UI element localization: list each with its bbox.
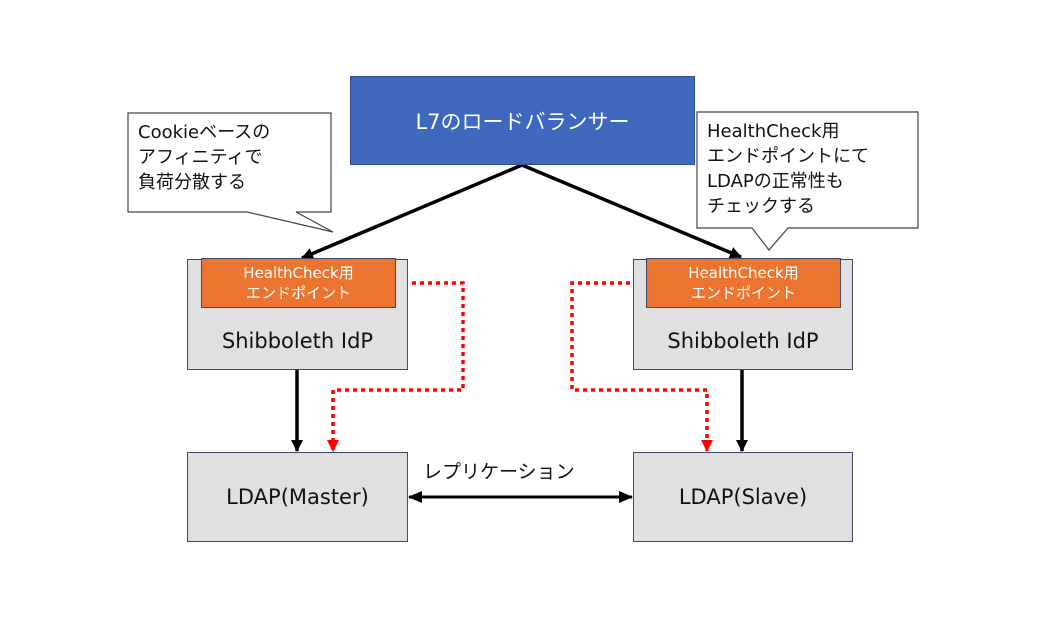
idp-right-label: Shibboleth IdP: [667, 329, 819, 353]
callout-line: Cookieベースの: [138, 122, 271, 143]
load-balancer-node: L7のロードバランサー: [350, 76, 695, 165]
endpoint-line: HealthCheck用: [243, 264, 354, 282]
idp-right-healthcheck-endpoint: HealthCheck用エンドポイント: [646, 258, 841, 308]
endpoint-line: HealthCheck用: [688, 264, 799, 282]
healthcheck-right-dotted-arrow: [570, 281, 713, 452]
callout-line: アフィニティで: [138, 147, 263, 168]
callout-left-text: Cookieベースのアフィニティで負荷分散する: [138, 120, 270, 195]
ldap-master-node: LDAP(Master): [187, 452, 408, 542]
idp-left-label: Shibboleth IdP: [221, 329, 374, 353]
lb-to-idp-left-arrow: [301, 163, 523, 260]
replication-label: レプリケーション: [423, 461, 575, 483]
load-balancer-label: L7のロードバランサー: [415, 109, 630, 134]
lb-to-idp-right-arrow: [521, 163, 742, 259]
ldap-slave-node: LDAP(Slave): [633, 452, 853, 542]
callout-left-bubble: [127, 112, 334, 233]
callout-line: HealthCheck用: [707, 121, 840, 142]
callout-line: チェックする: [707, 196, 815, 217]
idp-left-healthcheck-endpoint: HealthCheck用エンドポイント: [201, 258, 396, 308]
endpoint-line: エンドポイント: [690, 284, 796, 302]
callout-line: 負荷分散する: [138, 172, 246, 193]
callout-line: エンドポイントにて: [707, 146, 869, 167]
endpoint-line: エンドポイント: [245, 284, 351, 302]
callout-right-bubble: [696, 111, 919, 251]
callout-right-text: HealthCheck用エンドポイントにて LDAPの正常性もチェックする: [707, 119, 869, 219]
callout-line: LDAPの正常性も: [707, 171, 844, 192]
ldap-slave-label: LDAP(Slave): [678, 485, 808, 509]
ldap-master-label: LDAP(Master): [226, 485, 369, 509]
